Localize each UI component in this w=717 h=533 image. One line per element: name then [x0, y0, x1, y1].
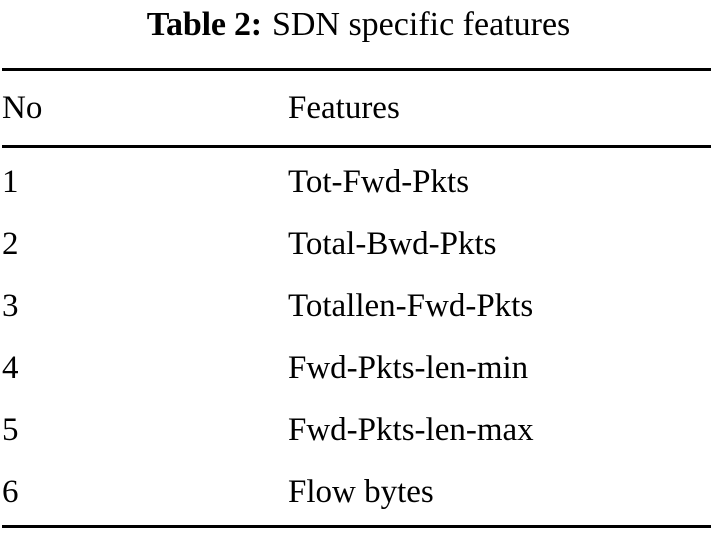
- row-feature: Total-Bwd-Pkts: [288, 225, 497, 262]
- row-feature: Totallen-Fwd-Pkts: [288, 287, 534, 324]
- table-row: 3 Totallen-Fwd-Pkts: [2, 275, 711, 337]
- row-number: 6: [2, 473, 19, 510]
- table-row: 1 Tot-Fwd-Pkts: [2, 147, 711, 214]
- row-number: 3: [2, 287, 19, 324]
- column-header-features: Features: [288, 89, 400, 126]
- row-number: 4: [2, 349, 19, 386]
- table-body: 1 Tot-Fwd-Pkts 2 Total-Bwd-Pkts 3 Totall…: [2, 147, 711, 527]
- table-caption: Table 2:SDN specific features: [0, 2, 717, 48]
- sdn-features-table: No Features 1 Tot-Fwd-Pkts 2 Total-Bwd-P…: [2, 68, 711, 528]
- table-row: 2 Total-Bwd-Pkts: [2, 213, 711, 275]
- table-container: No Features 1 Tot-Fwd-Pkts 2 Total-Bwd-P…: [2, 68, 711, 528]
- caption-text: SDN specific features: [271, 6, 571, 43]
- row-feature: Flow bytes: [288, 473, 434, 510]
- row-feature: Fwd-Pkts-len-max: [288, 411, 534, 448]
- row-number: 2: [2, 225, 19, 262]
- caption-label: Table 2:: [146, 6, 262, 43]
- table-head: No Features: [2, 69, 711, 147]
- column-header-no: No: [2, 89, 43, 126]
- table-row: 5 Fwd-Pkts-len-max: [2, 399, 711, 461]
- table-row: 6 Flow bytes: [2, 461, 711, 527]
- row-number: 1: [2, 163, 19, 200]
- table-row: 4 Fwd-Pkts-len-min: [2, 337, 711, 399]
- row-feature: Tot-Fwd-Pkts: [288, 163, 470, 200]
- row-feature: Fwd-Pkts-len-min: [288, 349, 529, 386]
- row-number: 5: [2, 411, 19, 448]
- table-header-row: No Features: [2, 69, 711, 147]
